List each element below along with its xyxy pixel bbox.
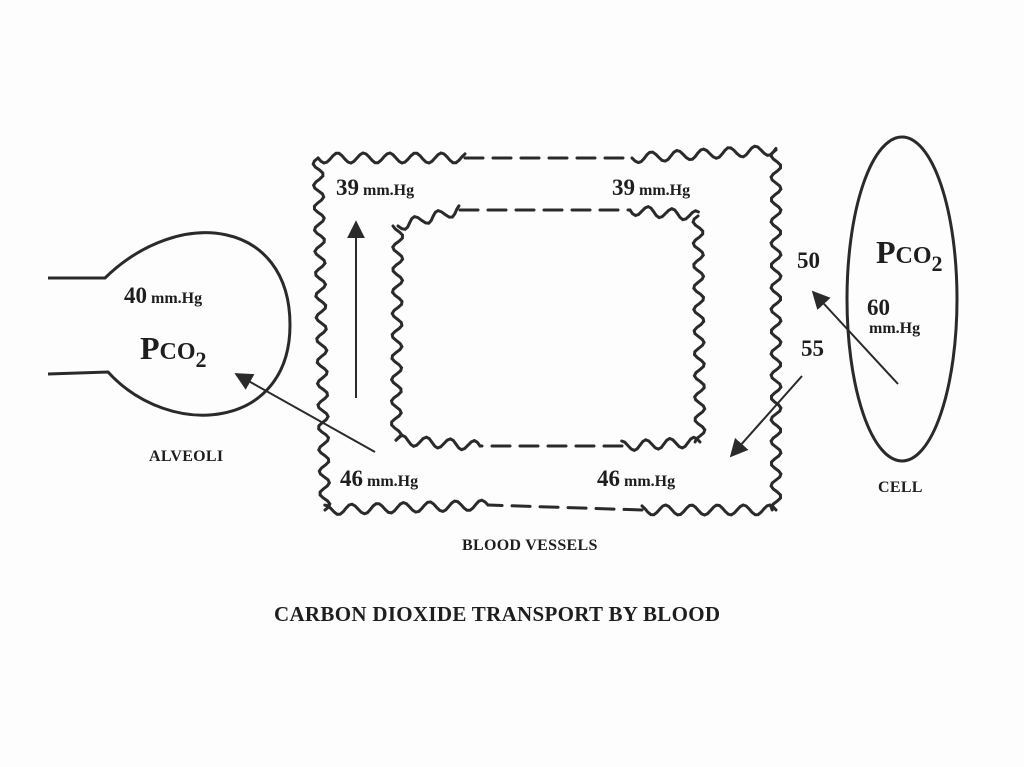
pressure-alveoli: 40 mm.Hg [124,284,202,307]
vessel-inner-wall [392,226,403,440]
pressure-arrow-lower: 55 [801,337,824,360]
caption-cell: CELL [878,480,923,496]
pressure-value: 40 [124,283,147,308]
pressure-unit: mm.Hg [363,182,414,199]
vessel-outer-wall [318,153,465,163]
alveoli-outline [48,233,290,415]
pco2-sub: 2 [196,347,207,372]
pressure-value: 39 [336,175,359,200]
vessel-inner-wall [630,207,698,220]
pressure-unit: mm.Hg [367,473,418,490]
diagram-title: CARBON DIOXIDE TRANSPORT BY BLOOD [274,604,720,625]
pressure-unit: mm.Hg [151,290,202,307]
vessel-outer-wall [313,158,330,510]
to-alveoli-arrow [236,374,375,452]
pco2-co: CO [160,339,196,365]
pco2-p: P [876,234,896,270]
blood-vessel-loop [313,146,781,515]
vessel-outer-wall [632,146,776,162]
pco2-alveoli: PCO2 [140,332,207,364]
pressure-cell: 60 mm.Hg [867,296,918,335]
pressure-unit: mm.Hg [639,182,690,199]
vessel-inner-wall [693,216,705,442]
vessel-outer-wall [771,150,781,510]
pressure-value: 39 [612,175,635,200]
pressure-bottom-right: 46 mm.Hg [597,467,675,490]
to-venule-arrow [731,376,802,456]
pressure-value: 46 [340,466,363,491]
vessel-outer-wall [642,505,776,515]
pressure-bottom-left: 46 mm.Hg [340,467,418,490]
pressure-unit: mm.Hg [869,320,920,337]
vessel-outer-dashed [488,505,642,510]
pressure-arrow-upper: 50 [797,249,820,272]
vessel-inner-wall [622,437,700,450]
pressure-top-right: 39 mm.Hg [612,176,690,199]
pressure-value: 46 [597,466,620,491]
pco2-cell: PCO2 [876,236,943,268]
pco2-co: CO [896,243,932,269]
vessel-inner-wall [398,206,459,230]
pco2-p: P [140,330,160,366]
pressure-value: 60 [867,295,890,320]
pressure-top-left: 39 mm.Hg [336,176,414,199]
pco2-sub: 2 [932,251,943,276]
caption-alveoli: ALVEOLI [149,449,223,465]
vessel-inner-wall [396,435,480,449]
pressure-unit: mm.Hg [624,473,675,490]
caption-blood-vessels: BLOOD VESSELS [462,538,598,554]
vessel-outer-wall [325,500,488,514]
